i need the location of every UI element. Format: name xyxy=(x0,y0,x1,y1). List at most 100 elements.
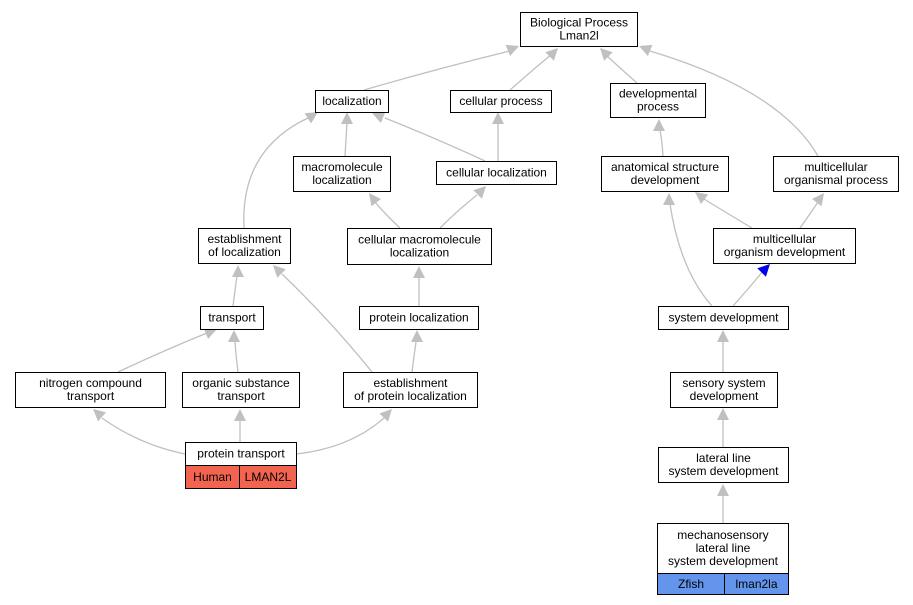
node-box xyxy=(520,12,638,47)
edge-sensory-system-development-system-development xyxy=(717,330,729,372)
arrowhead xyxy=(757,264,770,277)
organism-label: Human xyxy=(193,470,232,484)
arrowhead xyxy=(812,193,824,207)
node-box xyxy=(347,228,492,265)
gene-label: LMAN2L xyxy=(245,470,292,484)
edge-line xyxy=(605,54,638,84)
node-box xyxy=(182,372,300,408)
edge-protein-transport-establishment-of-protein-localization xyxy=(295,409,392,455)
arrowhead xyxy=(717,330,729,342)
edge-line xyxy=(384,117,486,162)
edge-line xyxy=(439,194,478,229)
arrowhead xyxy=(639,44,653,56)
node-label-line: nitrogen compound xyxy=(39,376,142,390)
node-cellular-localization[interactable]: cellular localization xyxy=(436,161,557,185)
node-box xyxy=(450,90,552,113)
edge-cellular-process-root xyxy=(509,48,558,91)
edge-line xyxy=(669,203,713,307)
arrowhead xyxy=(379,409,392,422)
arrowhead xyxy=(717,484,729,496)
edge-system-development-multicellular-organism-development xyxy=(732,264,770,307)
node-label-line: lateral line xyxy=(696,451,751,465)
node-label-line: multicellular xyxy=(804,160,867,174)
arrowhead xyxy=(234,409,246,421)
edge-cellular-macromolecule-localization-macromolecule-localization xyxy=(369,193,401,229)
edge-line xyxy=(281,273,373,373)
node-localization[interactable]: localization xyxy=(315,90,389,113)
edge-line xyxy=(374,201,401,229)
arrowhead xyxy=(505,44,519,56)
node-label-line: cellular localization xyxy=(446,166,547,180)
arrowhead xyxy=(341,112,353,124)
node-label-line: developmental xyxy=(619,87,697,101)
node-label-line: localization xyxy=(322,94,381,108)
edge-line xyxy=(363,49,515,91)
edge-line xyxy=(703,198,753,229)
node-system-development[interactable]: system development xyxy=(658,306,789,330)
edge-organic-substance-transport-transport xyxy=(228,330,240,373)
node-box xyxy=(315,90,389,113)
node-label-line: protein transport xyxy=(197,447,285,461)
node-protein-localization[interactable]: protein localization xyxy=(359,306,479,330)
arrowhead xyxy=(653,119,665,131)
arrowhead xyxy=(411,330,423,342)
edge-cellular-macromolecule-localization-cellular-localization xyxy=(439,186,486,229)
human-lman2l-annotation[interactable]: Human LMAN2L xyxy=(185,465,297,489)
edge-line xyxy=(411,341,417,373)
node-label-line: localization xyxy=(390,246,449,260)
node-box xyxy=(713,228,856,264)
arrowhead xyxy=(372,111,386,123)
edge-localization-root xyxy=(363,44,519,91)
arrowhead xyxy=(369,193,381,207)
node-label-line: Lman2l xyxy=(559,29,598,43)
node-label-line: macromolecule xyxy=(301,160,383,174)
edge-multicellular-organismal-process-root xyxy=(639,44,819,157)
edge-multicellular-organism-development-multicellular-organismal-process xyxy=(799,193,824,229)
edge-line xyxy=(799,201,819,229)
arrowhead xyxy=(413,266,425,278)
node-box xyxy=(670,372,778,408)
node-box xyxy=(657,523,789,574)
node-label-line: transport xyxy=(217,389,265,403)
edge-developmental-process-root xyxy=(600,48,638,84)
node-box xyxy=(610,83,706,118)
node-cellular-process[interactable]: cellular process xyxy=(450,90,552,113)
node-label-line: sensory system xyxy=(682,376,765,390)
node-label-line: transport xyxy=(208,311,256,325)
node-box xyxy=(601,156,729,192)
edge-cellular-localization-cellular-process xyxy=(492,112,504,161)
node-box xyxy=(293,156,391,192)
node-label-line: transport xyxy=(67,389,115,403)
node-label-line: organic substance xyxy=(192,376,290,390)
arrowhead xyxy=(232,265,244,277)
edge-multicellular-organism-development-anatomical-structure-development xyxy=(695,192,753,229)
node-box xyxy=(198,228,291,264)
node-label-line: multicellular xyxy=(753,232,816,246)
gene-cell xyxy=(724,573,789,595)
edge-line xyxy=(649,50,819,157)
node-transport[interactable]: transport xyxy=(200,306,264,330)
edge-line xyxy=(232,275,238,307)
node-label-line: protein localization xyxy=(369,311,468,325)
node-box xyxy=(436,161,557,185)
arrowhead xyxy=(545,48,558,61)
arrowhead xyxy=(93,409,106,422)
organism-label: Zfish xyxy=(678,577,704,591)
